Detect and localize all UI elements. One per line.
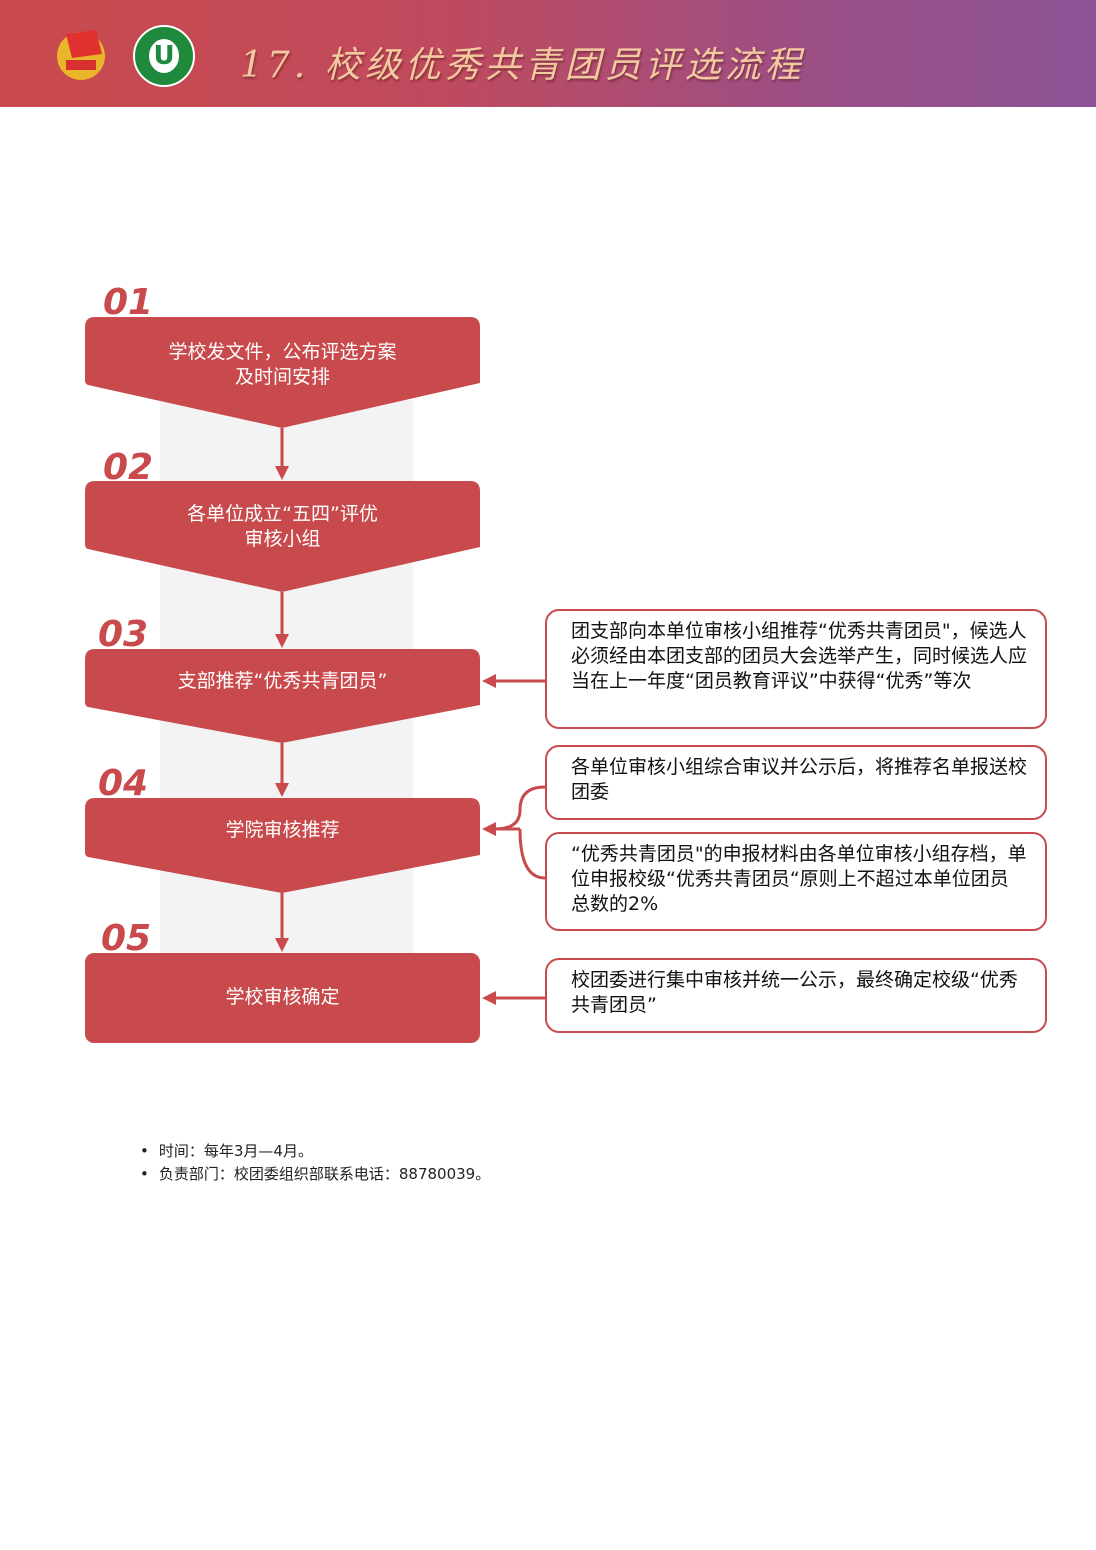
step-text-3: 支部推荐“优秀共青团员” (177, 670, 388, 692)
step-number-2: 02 (103, 447, 154, 488)
step-shape-3 (85, 649, 480, 743)
step-text-5: 学校审核确定 (225, 986, 340, 1008)
page-title: 17. 校级优秀共青团员评选流程 (240, 45, 805, 86)
note-box-step4a: 各单位审核小组综合审议并公示后，将推荐名单报送校团委 (545, 745, 1047, 820)
youth-league-emblem-icon (57, 30, 105, 80)
step-shape-4 (85, 798, 480, 893)
footer-notes: 时间：每年3月—4月。 负责部门：校团委组织部联系电话：88780039。 (140, 1140, 490, 1186)
note-box-step4b: “优秀共青团员"的申报材料由各单位审核小组存档，单位申报校级“优秀共青团员“原则… (545, 832, 1047, 931)
note-box-step3: 团支部向本单位审核小组推荐“优秀共青团员"，候选人必须经由本团支部的团员大会选举… (545, 609, 1047, 729)
footer-contact: 负责部门：校团委组织部联系电话：88780039。 (140, 1163, 490, 1186)
footer-time: 时间：每年3月—4月。 (140, 1140, 490, 1163)
note-box-step5: 校团委进行集中审核并统一公示，最终确定校级“优秀共青团员” (545, 958, 1047, 1033)
step-number-5: 05 (101, 918, 152, 959)
step-text-2: 各单位成立“五四”评优 审核小组 (187, 503, 378, 550)
step-text-4: 学院审核推荐 (225, 819, 340, 841)
header-banner: U 17. 校级优秀共青团员评选流程 (0, 0, 1096, 107)
step-text-1: 学校发文件，公布评选方案 及时间安排 (168, 341, 397, 388)
step-shape-1 (85, 317, 480, 428)
university-logo: U (133, 25, 195, 87)
step-number-3: 03 (98, 614, 149, 655)
step-number-1: 01 (103, 282, 154, 323)
step-number-4: 04 (98, 763, 149, 804)
step-shape-2 (85, 481, 480, 592)
step-shape-5 (85, 953, 480, 1043)
